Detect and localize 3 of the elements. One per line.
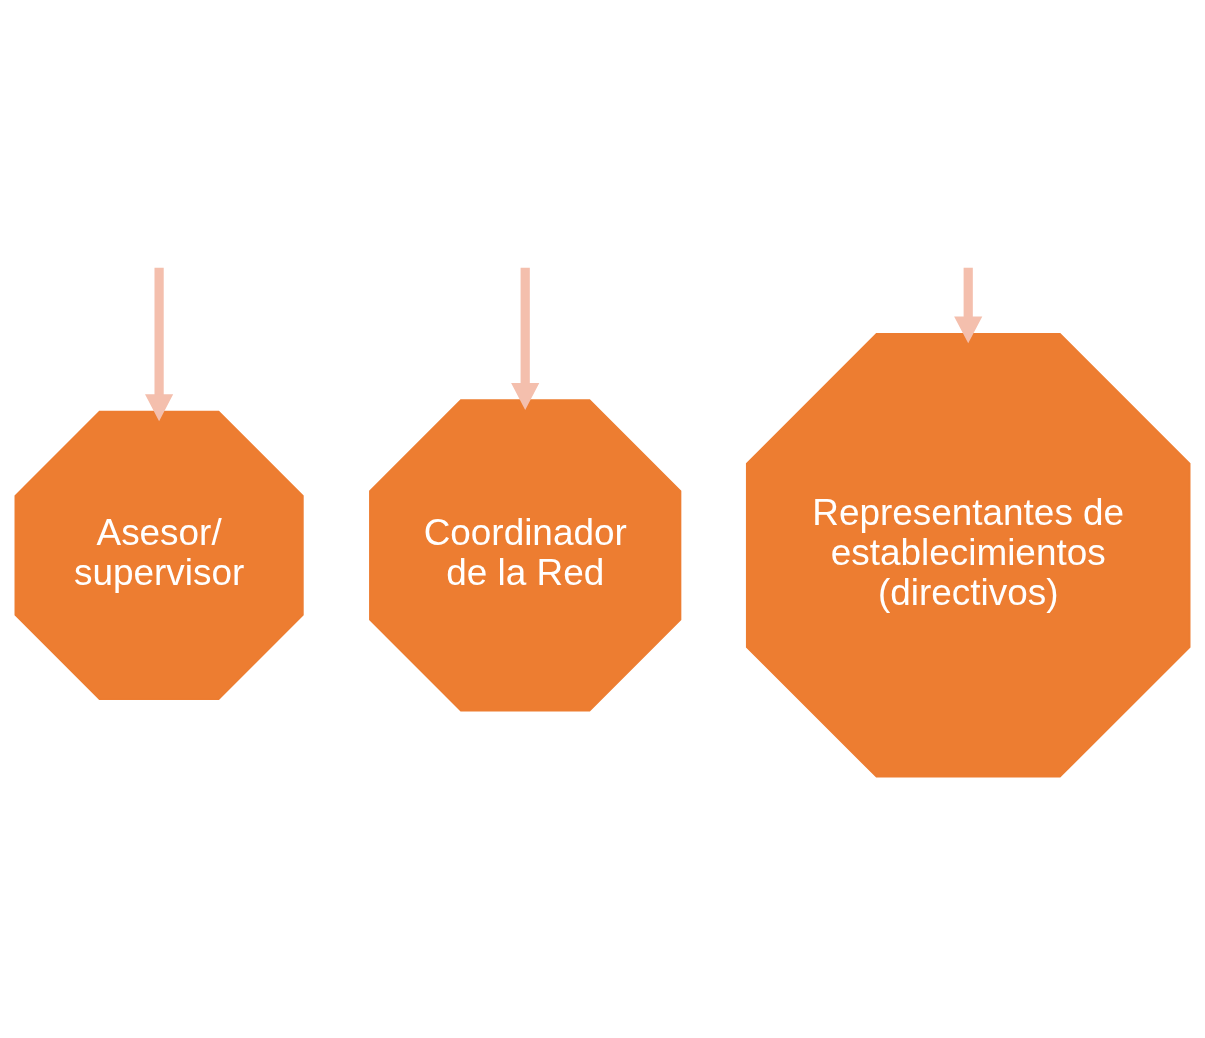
arrow xyxy=(954,267,983,343)
arrow xyxy=(145,267,174,421)
arrow xyxy=(511,267,540,410)
